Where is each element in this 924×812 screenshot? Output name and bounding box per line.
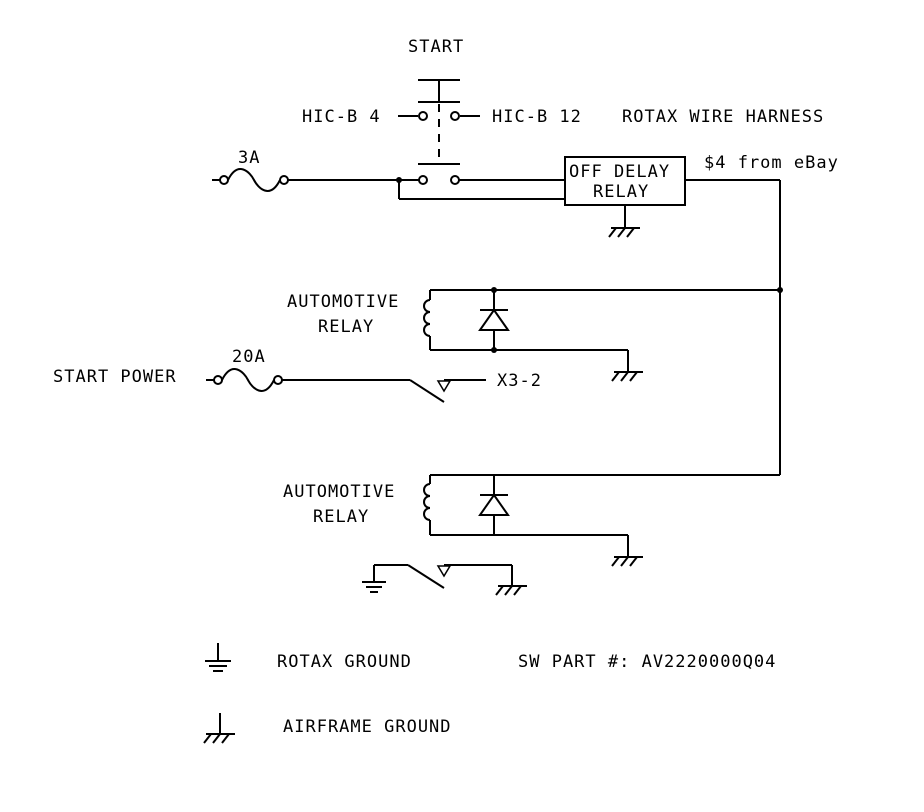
start-power-contact <box>282 379 486 403</box>
rotax-harness-label: ROTAX WIRE HARNESS <box>622 107 824 127</box>
rotax-ground-icon <box>205 643 231 672</box>
start-pushbutton <box>398 79 480 185</box>
hic-b12-label: HIC-B 12 <box>492 107 582 127</box>
automotive-relay-2 <box>423 474 780 567</box>
fuse-3a-label: 3A <box>238 148 260 168</box>
automotive-relay-1-sublabel: RELAY <box>318 317 374 337</box>
relay-2-contact <box>362 564 527 596</box>
airframe-ground-icon <box>203 713 235 744</box>
sw-part-label: SW PART #: AV2220000Q04 <box>518 652 776 672</box>
start-label: START <box>408 37 464 57</box>
fuse-3a <box>212 168 289 192</box>
hic-b4-label: HIC-B 4 <box>302 107 381 127</box>
fuse-20a-label: 20A <box>232 347 266 367</box>
off-delay-wiring <box>288 156 783 475</box>
airframe-ground-legend: AIRFRAME GROUND <box>283 717 452 737</box>
start-power-label: START POWER <box>53 367 177 387</box>
x3-2-label: X3-2 <box>497 371 542 391</box>
automotive-relay-1 <box>423 287 780 382</box>
automotive-relay-2-label: AUTOMOTIVE <box>283 482 395 502</box>
automotive-relay-2-sublabel: RELAY <box>313 507 369 527</box>
ebay-label: $4 from eBay <box>704 153 839 173</box>
off-delay-label-1: OFF DELAY <box>569 162 670 182</box>
off-delay-label-2: RELAY <box>593 182 649 202</box>
automotive-relay-1-label: AUTOMOTIVE <box>287 292 399 312</box>
rotax-ground-legend: ROTAX GROUND <box>277 652 412 672</box>
fuse-20a <box>206 368 283 392</box>
